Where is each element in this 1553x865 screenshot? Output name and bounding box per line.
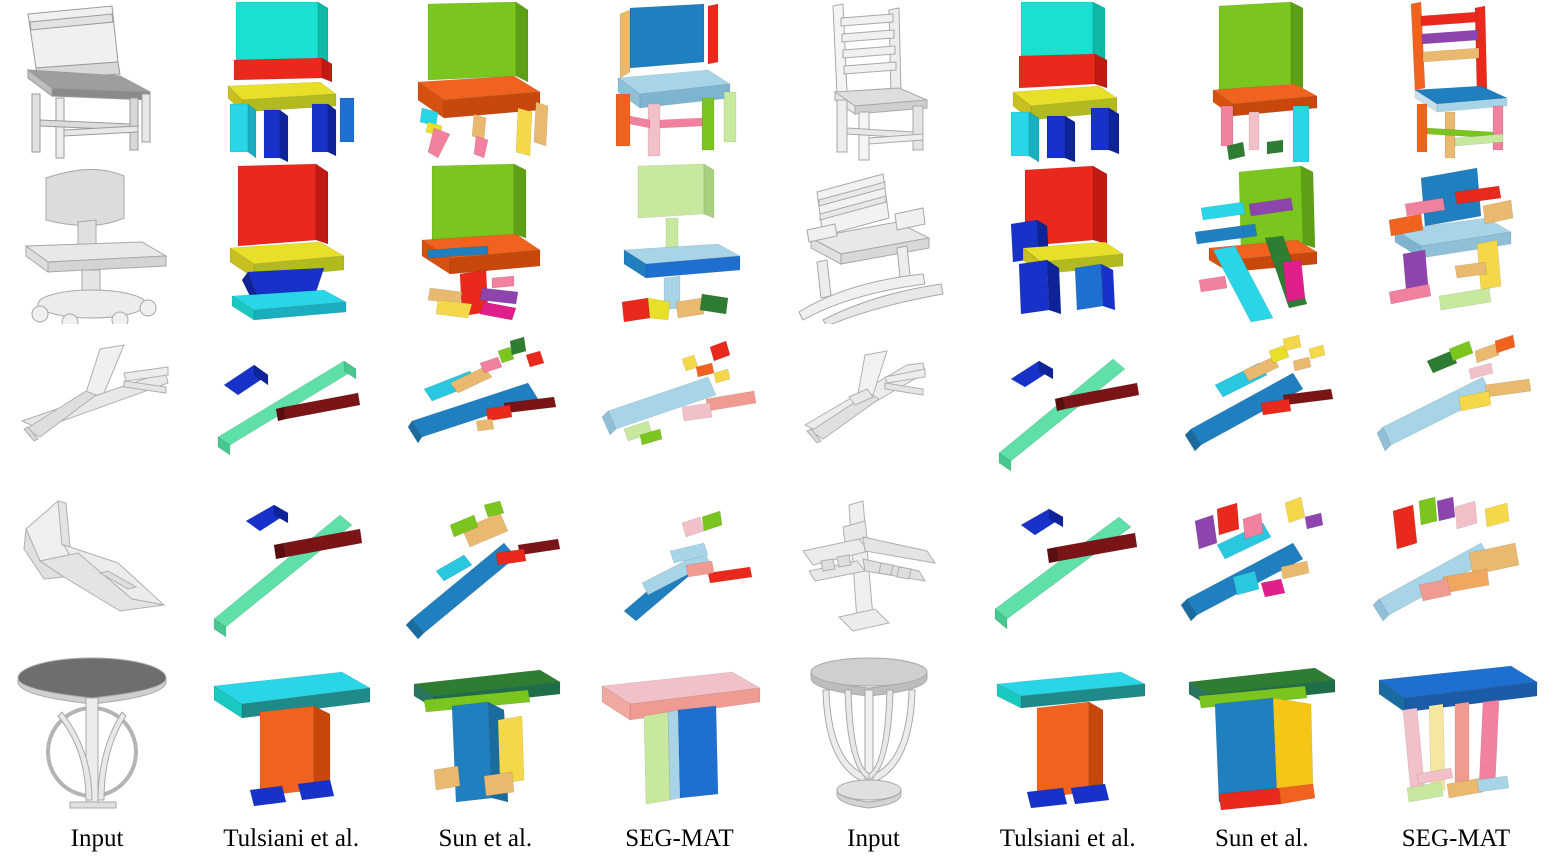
cell-r1c6-tulsiani-chair2 (971, 0, 1165, 162)
cell-r4c5-input-jumbo-plane (777, 487, 971, 649)
cell-r2c6-tulsiani-rocking-chair (971, 162, 1165, 324)
results-grid (0, 0, 1553, 812)
label-sun-left: Sun et al. (438, 824, 533, 852)
cell-r5c4-segmat-table (582, 650, 776, 812)
cell-r1c3-sun-chair (388, 0, 582, 162)
cell-r5c2-tulsiani-table (194, 650, 388, 812)
cell-r3c1-input-airplane (0, 325, 194, 487)
cell-r2c5-input-rocking-chair (777, 162, 971, 325)
column-labels-row: Input Tulsiani et al. Sun et al. SEG-MAT… (0, 812, 1553, 865)
label-segmat-right: SEG-MAT (1401, 824, 1511, 852)
cell-r4c4-segmat-delta-plane (582, 487, 776, 649)
cell-r4c2-tulsiani-delta-plane (194, 487, 388, 649)
cell-r2c8-segmat-rocking-chair (1359, 162, 1553, 324)
cell-r2c4-segmat-office-chair (582, 162, 776, 324)
cell-r4c6-tulsiani-jumbo-plane (971, 487, 1165, 649)
cell-r1c5-input-chair2 (777, 0, 971, 162)
cell-r3c6-tulsiani-airplane2 (971, 325, 1165, 487)
cell-r1c2-tulsiani-chair (194, 0, 388, 162)
cell-r4c8-segmat-jumbo-plane (1359, 487, 1553, 649)
cell-r3c3-sun-airplane (388, 325, 582, 487)
cell-r1c1-input-chair (0, 0, 194, 162)
label-tulsiani-left: Tulsiani et al. (223, 824, 360, 852)
cell-r5c8-segmat-pedestal-table (1359, 650, 1553, 812)
cell-r3c8-segmat-airplane2 (1359, 325, 1553, 487)
label-input-right: Input (847, 824, 900, 852)
cell-r3c7-sun-airplane2 (1165, 325, 1359, 487)
cell-r2c2-tulsiani-office-chair (194, 162, 388, 324)
cell-r2c7-sun-rocking-chair (1165, 162, 1359, 324)
cell-r4c3-sun-delta-plane (388, 487, 582, 649)
cell-r1c8-segmat-chair2 (1359, 0, 1553, 162)
cell-r4c7-sun-jumbo-plane (1165, 487, 1359, 649)
cell-r2c1-input-office-chair (0, 162, 194, 325)
cell-r4c1-input-delta-plane (0, 487, 194, 649)
cell-r3c4-segmat-airplane (582, 325, 776, 487)
label-tulsiani-right: Tulsiani et al. (999, 824, 1136, 852)
cell-r3c5-input-airplane2 (777, 325, 971, 487)
cell-r5c3-sun-table (388, 650, 582, 812)
cell-r3c2-tulsiani-airplane (194, 325, 388, 487)
cell-r1c4-segmat-chair (582, 0, 776, 162)
label-segmat-left: SEG-MAT (625, 824, 734, 852)
cell-r5c6-tulsiani-pedestal-table (971, 650, 1165, 812)
cell-r1c7-sun-chair2 (1165, 0, 1359, 162)
label-input-left: Input (70, 824, 124, 852)
cell-r2c3-sun-office-chair (388, 162, 582, 324)
cell-r5c1-input-round-table (0, 650, 194, 812)
label-sun-right: Sun et al. (1214, 824, 1309, 852)
cell-r5c7-sun-pedestal-table (1165, 650, 1359, 812)
cell-r5c5-input-pedestal-table (777, 650, 971, 812)
